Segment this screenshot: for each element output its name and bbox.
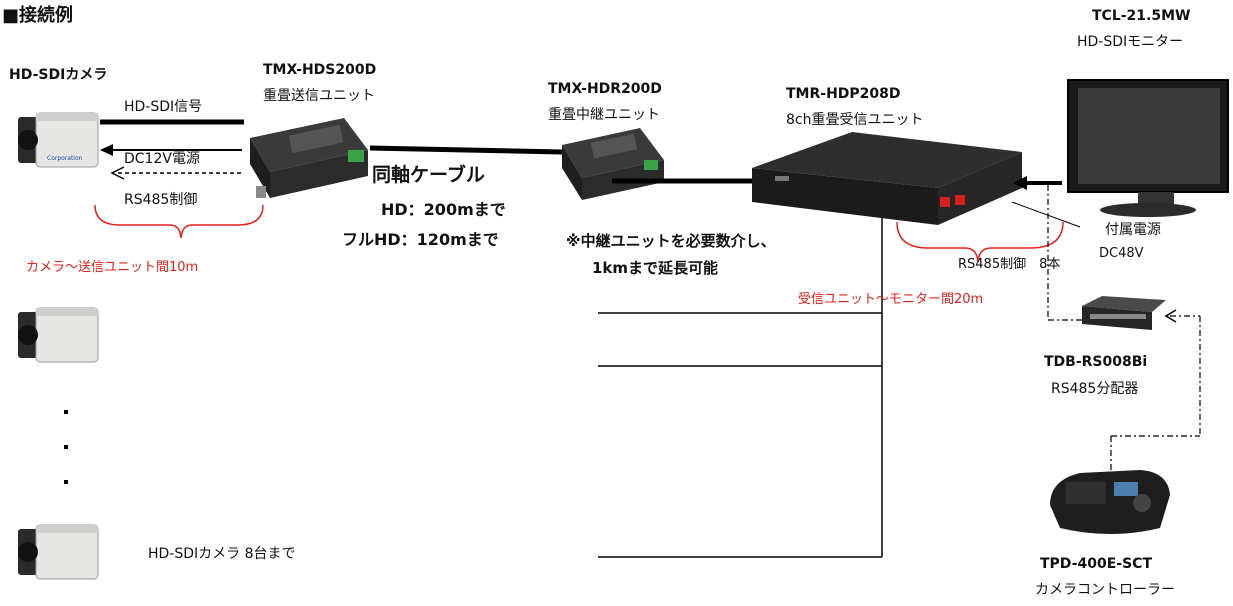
camera-1-badge: Corporation (47, 155, 83, 162)
transmitter-model: TMX-HDS200D (263, 62, 377, 78)
monitor (1067, 79, 1229, 217)
cable-hd-length: HD：200mまで (381, 200, 506, 219)
camera-distance-bracket (94, 204, 264, 239)
controller-model: TPD-400E-SCT (1040, 556, 1153, 572)
hdsdi-signal-label: HD-SDI信号 (124, 99, 203, 115)
rs485-arrowhead (110, 166, 125, 180)
repeater-desc: 重畳中継ユニット (548, 107, 660, 123)
repeater-model: TMX-HDR200D (548, 81, 662, 97)
rs485-count-label: RS485制御 8本 (958, 257, 1061, 272)
monitor-distance-label: 受信ユニット～モニター間20m (798, 292, 984, 307)
controller-unit (1050, 470, 1170, 534)
repeater-unit (562, 128, 664, 200)
cable-title: 同軸ケーブル (372, 164, 485, 186)
ellipsis-dot-1 (64, 410, 68, 414)
power-cable-line (1011, 201, 1081, 228)
dc12v-arrowhead (100, 144, 113, 156)
coax-cable-1 (369, 145, 563, 155)
camera-1: Corporation (18, 112, 99, 168)
power-label-line2: DC48V (1099, 246, 1144, 261)
dc12v-label: DC12V電源 (124, 151, 200, 167)
transmitter-unit (250, 118, 368, 198)
monitor-model: TCL-21.5MW (1092, 8, 1191, 24)
cable-fullhd-length: フルHD：120mまで (342, 230, 499, 249)
receiver-desc: 8ch重畳受信ユニット (786, 112, 924, 128)
rs485-label: RS485制御 (124, 192, 198, 208)
transmitter-desc: 重畳送信ユニット (263, 88, 375, 104)
distributor-unit (1082, 296, 1166, 330)
camera-2 (18, 307, 99, 363)
monitor-desc: HD-SDIモニター (1077, 34, 1184, 50)
camera-3 (18, 524, 99, 580)
repeater-note-line1: ※中継ユニットを必要数介し、 (566, 232, 776, 250)
camera-label: HD-SDIカメラ (9, 67, 108, 83)
ellipsis-dot-3 (64, 480, 68, 484)
repeater-note-line2: 1kmまで延長可能 (592, 259, 719, 277)
ellipsis-dot-2 (64, 445, 68, 449)
monitor-distance-bracket (896, 221, 1064, 263)
receiver-model: TMR-HDP208D (786, 86, 901, 102)
monitor-arrowhead (1013, 176, 1027, 190)
distributor-model: TDB-RS008Bi (1044, 354, 1148, 370)
diagram-heading: ■接続例 (2, 5, 74, 26)
controller-desc: カメラコントローラー (1035, 582, 1175, 598)
power-label-line1: 付属電源 (1105, 222, 1161, 238)
distributor-arrowhead (1164, 309, 1177, 323)
camera-count-label: HD-SDIカメラ 8台まで (148, 546, 296, 562)
camera-distance-label: カメラ～送信ユニット間10m (26, 260, 199, 275)
distributor-desc: RS485分配器 (1051, 381, 1139, 397)
receiver-unit (752, 132, 1022, 225)
